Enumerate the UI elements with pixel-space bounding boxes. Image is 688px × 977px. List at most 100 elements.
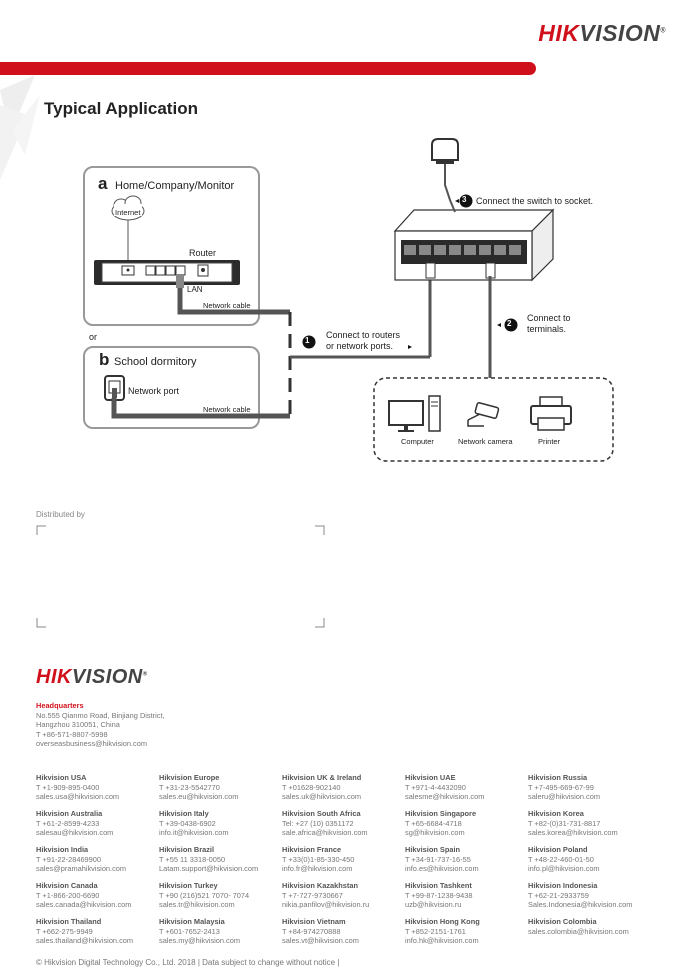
panel-b-title: School dormitory xyxy=(114,356,197,368)
step2-bullet xyxy=(504,318,518,332)
distributor-stamp-area xyxy=(36,525,325,628)
network-port-icon xyxy=(104,375,125,401)
step3-text: Connect the switch to socket. xyxy=(476,196,594,206)
step2-arrow-icon xyxy=(497,323,501,327)
step2-line1: Connect to xyxy=(527,313,571,323)
office-detail: sales.my@hikvision.com xyxy=(159,936,241,946)
office-detail: T +01628-902140 xyxy=(282,782,341,792)
office-detail: Tel: +27 (10) 0351172 xyxy=(282,818,354,828)
step2-text: Connect to terminals. xyxy=(527,313,571,335)
network-cable-label-a: Network cable xyxy=(203,301,251,310)
step3-number: 3 xyxy=(462,195,467,204)
office-name: Hikvision Russia xyxy=(528,773,588,782)
office-detail: T +7-727-9730667 xyxy=(282,890,343,900)
office-detail: sales.eu@hikvision.com xyxy=(159,792,239,802)
office-detail: T +662-275-9949 xyxy=(36,926,93,936)
internet-label: Internet xyxy=(115,208,141,217)
rj45-plug-switch-1 xyxy=(425,262,436,279)
office-detail: T +90 (216)521 7070- 7074 xyxy=(159,890,250,900)
office-detail: saleru@hikvision.com xyxy=(528,792,600,802)
office-detail: sales.korea@hikvision.com xyxy=(528,828,618,838)
terminal-label-camera: Network camera xyxy=(458,437,513,446)
network-cable-b xyxy=(111,398,290,419)
office-detail: T +55 11 3318-0050 xyxy=(159,854,226,864)
step1-line1: Connect to routers xyxy=(326,330,401,340)
office-name: Hikvision UK & Ireland xyxy=(282,773,362,782)
hq-line: T +86-571-8807-5998 xyxy=(36,729,108,739)
office-detail: T +852-2151-1761 xyxy=(405,926,466,936)
office-detail: sg@hikvision.com xyxy=(405,828,465,838)
office-name: Hikvision Poland xyxy=(528,845,588,854)
network-switch-icon xyxy=(393,208,555,282)
step1-line2: or network ports. xyxy=(326,341,394,351)
office-detail: sales.usa@hikvision.com xyxy=(36,792,120,802)
office-detail: info.pl@hikvision.com xyxy=(528,864,600,874)
step3-arrow-icon xyxy=(455,199,459,203)
step1-number: 1 xyxy=(305,336,310,345)
office-name: Hikvision Hong Kong xyxy=(405,917,480,926)
office-name: Hikvision Vietnam xyxy=(282,917,346,926)
office-name: Hikvision Canada xyxy=(36,881,98,890)
panel-b-frame xyxy=(83,346,260,429)
office-detail: info.hk@hikvision.com xyxy=(405,936,479,946)
office-detail: Sales.Indonesia@hikvision.com xyxy=(528,900,633,910)
office-detail: sales.uk@hikvision.com xyxy=(282,792,361,802)
distributed-by-label: Distributed by xyxy=(36,510,85,519)
office-detail: T +33(0)1-85-330-450 xyxy=(282,854,355,864)
office-name: Hikvision South Africa xyxy=(282,809,361,818)
office-detail: sales.tr@hikvision.com xyxy=(159,900,235,910)
lan-label: LAN xyxy=(187,285,203,294)
office-name: Hikvision Singapore xyxy=(405,809,477,818)
office-detail: T +82-(0)31-731-8817 xyxy=(528,818,601,828)
office-name: Hikvision Kazakhstan xyxy=(282,881,358,890)
logo-hik: HIK xyxy=(538,20,580,46)
decorative-shard-graphic xyxy=(0,75,40,180)
office-name: Hikvision Brazil xyxy=(159,845,215,854)
hq-line: overseasbusiness@hikvision.com xyxy=(36,739,148,749)
office-name: Hikvision USA xyxy=(36,773,87,782)
step1-bullet xyxy=(302,335,316,349)
office-detail: T +1-866-200-6690 xyxy=(36,890,100,900)
power-adapter-icon xyxy=(431,138,459,164)
office-detail: T +91-22-28469900 xyxy=(36,854,101,864)
panel-b-letter: b xyxy=(99,350,110,369)
office-detail: nikia.panfilov@hikvision.ru xyxy=(282,900,370,910)
office-name: Hikvision France xyxy=(282,845,342,854)
section-title: Typical Application xyxy=(44,99,198,118)
office-detail: Latam.support@hikvision.com xyxy=(159,864,259,874)
step2-line2: terminals. xyxy=(527,324,567,334)
network-port-label: Network port xyxy=(128,386,180,396)
headquarters-title: Headquarters xyxy=(36,701,84,710)
office-name: Hikvision India xyxy=(36,845,89,854)
office-detail: sale.africa@hikvision.com xyxy=(282,828,368,838)
office-detail: T +99-87-1238-9438 xyxy=(405,890,473,900)
copyright-text: © Hikvision Digital Technology Co., Ltd.… xyxy=(36,958,340,967)
internet-cloud-icon xyxy=(111,195,145,221)
office-name: Hikvision Malaysia xyxy=(159,917,225,926)
step2-number: 2 xyxy=(507,319,512,328)
office-detail: sales@pramahikvision.com xyxy=(36,864,127,874)
office-detail: T +31-23-5542770 xyxy=(159,782,220,792)
office-detail: T +61-2-8599-4233 xyxy=(36,818,100,828)
office-detail: salesau@hikvision.com xyxy=(36,828,114,838)
office-detail: T +62-21-2933759 xyxy=(528,890,589,900)
office-detail: T +7-495-669-67-99 xyxy=(528,782,594,792)
step1-text: Connect to routers or network ports. xyxy=(326,330,400,352)
office-detail: T +48-22-460-01-50 xyxy=(528,854,594,864)
red-header-bar xyxy=(0,62,536,75)
rj45-plug-switch-2 xyxy=(485,262,496,279)
terminal-label-computer: Computer xyxy=(401,437,434,446)
